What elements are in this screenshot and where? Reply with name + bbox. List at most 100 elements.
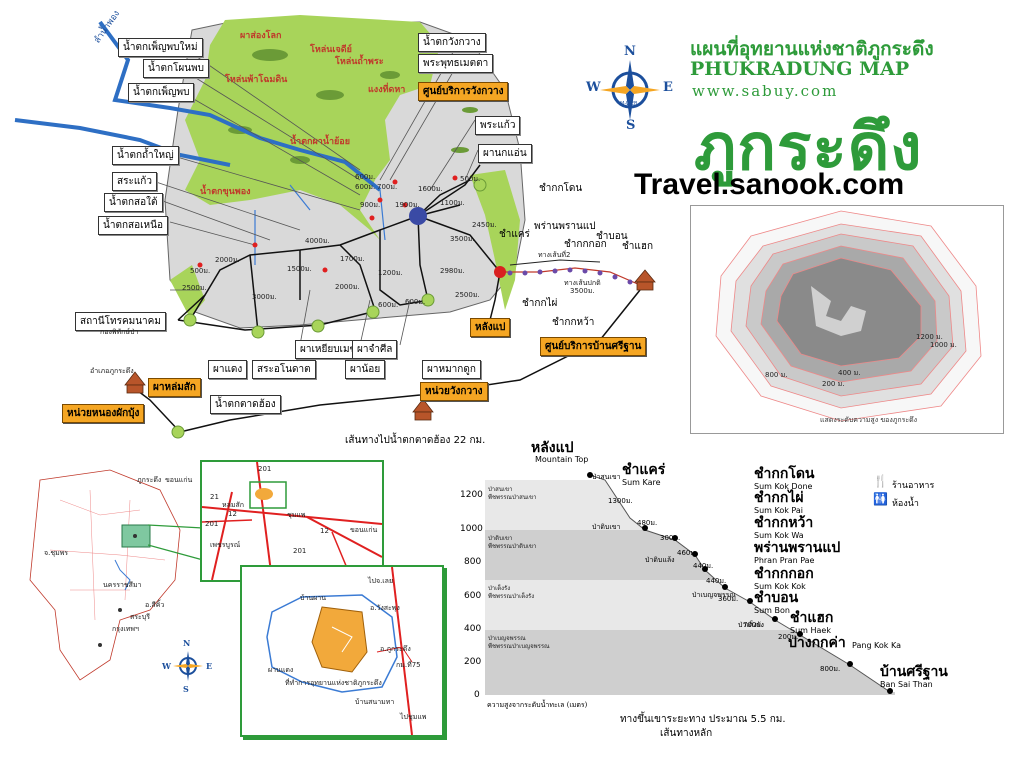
topo-caption: แสดงระดับความสูง ของภูกระดึง: [820, 416, 918, 424]
thailand-map: [29, 469, 181, 681]
province-label: จ.ชุมพร: [44, 549, 69, 557]
label-3: น้ำตกเพ็ญพบ: [128, 83, 195, 102]
detail-label: บ้านผาน: [300, 594, 326, 602]
contour-label: 1200 ม.: [916, 333, 943, 341]
dist-label: 2000ม.: [335, 283, 360, 291]
detail-label: ไปชุมแพ: [400, 713, 427, 721]
zone-label: ป่าสนเขาพืชพรรณป่าสนเขา: [488, 486, 537, 501]
label-19: ชำกกไผ่: [522, 298, 558, 309]
detail-label: ที่ทำการอุทยานแห่งชาติภูกระดึง: [285, 679, 382, 687]
label-1: น้ำตกเพ็ญพบใหม่: [118, 38, 203, 57]
legend-toilet: ห้องน้ำ: [892, 499, 919, 509]
stop-2: ชำกกโดน: [754, 466, 815, 482]
region-inset: [200, 460, 384, 582]
y-tick: 0: [474, 690, 480, 700]
road-label: 21: [210, 493, 219, 501]
label-12: ผานกแอ่น: [478, 144, 532, 163]
dist-label: 2500ม.: [455, 291, 480, 299]
dist-label: 2450ม.: [472, 221, 497, 229]
y-tick: 600: [464, 591, 482, 601]
red-label-2: โหล่นเจดีย์: [310, 45, 352, 55]
profile-dist: 440ม.: [706, 577, 727, 585]
stop-3: ชำกกไผ่: [754, 490, 804, 506]
label-25: ผาจำศีล: [352, 340, 398, 359]
stop-6-en: Sum Kok Kok: [754, 582, 806, 591]
label-23: สระอโนดาต: [252, 360, 316, 379]
forest-left: [170, 265, 205, 318]
small-compass-w: W: [162, 661, 171, 671]
dist-label: 1600ม.: [418, 185, 443, 193]
road-label: 201: [205, 520, 219, 528]
orange-label-4: ผาหล่มสัก: [148, 378, 201, 397]
topo-panel: [690, 205, 1004, 434]
profile-dist: 360ม.: [718, 595, 739, 603]
compass-icon: [600, 60, 660, 120]
hq-circle: [409, 207, 427, 225]
stop-10: บ้านศรีฐาน: [880, 664, 948, 680]
trail-label-2: ทางเส้นปกติ: [564, 279, 601, 287]
province-label: ขอนแก่น: [165, 476, 193, 484]
contour-label: 800 ม.: [765, 371, 788, 379]
profile-dist: 800ม.: [820, 665, 841, 673]
elevation-profile: [485, 470, 900, 695]
detail-label: ผานแดง: [268, 666, 294, 674]
red-label-5: แงงที่ดหา: [368, 85, 406, 95]
zone-label: ป่าเต็งรังพืชพรรณป่าเต็งรัง: [488, 585, 535, 600]
label-28: น้ำตกตาดฮ้อง: [210, 395, 281, 414]
title-thai: แผนที่อุทยานแห่งชาติภูกระดึง: [690, 38, 934, 60]
title-url: www.sabuy.com: [692, 82, 839, 100]
orange-label-3: ศูนย์บริการบ้านศรีฐาน: [540, 337, 647, 356]
river: [98, 20, 382, 192]
topo-map: [715, 210, 982, 422]
profile-note: ป่าเบญจพรรณ: [692, 591, 736, 599]
road-label: 12: [228, 510, 237, 518]
telecom-sub: กองพิทักษ์ป่า: [100, 328, 139, 336]
stop-4: ชำกกหว้า: [754, 515, 814, 531]
dist-label: 2500ม.: [182, 284, 207, 292]
route-note: เส้นทางไปน้ำตกตาดฮ้อง 22 กม.: [345, 435, 486, 446]
hut-icon: [634, 269, 656, 283]
province-label: อ.สีคิ้ว: [145, 601, 165, 609]
dist-label: 2980ม.: [440, 267, 465, 275]
dark-patch: [380, 71, 400, 79]
district-note: อำเภอภูกระดึง: [90, 367, 134, 375]
label-21: สถานีโทรคมนาคม: [75, 312, 166, 331]
red-label-1: ผาส่องโลก: [240, 31, 282, 41]
label-13: ชำแคร่: [499, 229, 530, 240]
stop-5: พร่านพรานแป: [754, 540, 841, 556]
dist-label: 1200ม.: [378, 269, 403, 277]
detail-inset: [240, 565, 444, 737]
dist-label: 3500ม.: [450, 235, 475, 243]
small-compass-n: N: [183, 638, 191, 648]
stop-0: หลังแป: [531, 440, 574, 456]
restaurant-icon: 🍴: [873, 474, 888, 488]
contour-label: 200 ม.: [822, 380, 845, 388]
stop-9-en: Pang Kok Ka: [852, 641, 901, 650]
connector-lines: [148, 524, 204, 561]
label-11: พระแก้ว: [475, 116, 521, 135]
label-6: น้ำตกสอใต้: [104, 193, 163, 212]
orange-label-5: หน่วยวังกวาง: [420, 382, 488, 401]
province-label: สระบุรี: [130, 613, 150, 621]
dist-label: 3500ม.: [570, 287, 595, 295]
stop-0-en: Mountain Top: [535, 455, 589, 464]
detail-label: กม.ที่75: [396, 661, 421, 669]
dist-label: 1500ม.: [287, 265, 312, 273]
detail-label: อ.ภูกระดึง: [380, 645, 411, 653]
profile-dist: 700ม.: [743, 621, 764, 629]
compass-brand: M-WEB: [620, 101, 638, 107]
town-label: ขอนแก่น: [350, 526, 378, 534]
dist-label: 700ม.: [377, 183, 398, 191]
contour-label: 400 ม.: [838, 369, 861, 377]
detail-label: ไปจ.เลย: [368, 577, 394, 585]
label-8: น้ำตกวังกวาง: [418, 33, 486, 52]
label-2: น้ำตกโผนพบ: [143, 59, 210, 78]
dist-label: 600ม.: [405, 298, 426, 306]
town-label: ชุมแพ: [287, 511, 306, 519]
compass-s: S: [626, 118, 636, 133]
dist-label: 1700ม.: [340, 255, 365, 263]
label-26: ผาน้อย: [345, 360, 386, 379]
trail-label-1: ทางเส้นที่2: [538, 251, 571, 259]
road-label: 201: [258, 465, 272, 473]
label-5: สระแก้ว: [112, 172, 157, 191]
